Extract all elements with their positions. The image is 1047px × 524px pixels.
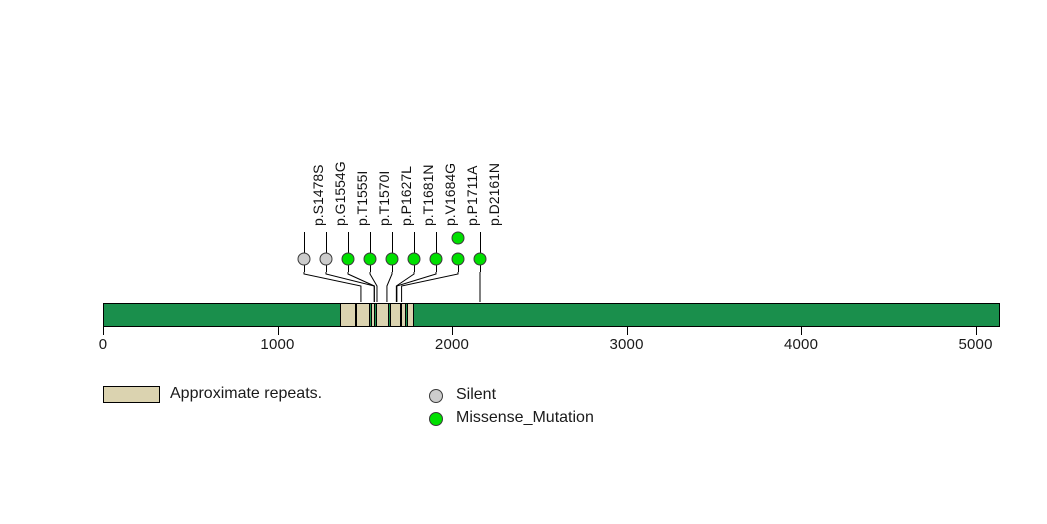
axis-tick-mark (103, 327, 104, 335)
axis-tick-mark (452, 327, 454, 335)
protein-backbone-bar[interactable] (103, 303, 1000, 327)
lollipop-stem (326, 232, 327, 259)
legend-dot-silent[interactable] (429, 389, 443, 403)
lollipop-stem-lower (326, 259, 327, 272)
protein-domain-repeat[interactable] (389, 304, 401, 326)
lollipop-head-missense_mutation[interactable] (451, 252, 465, 266)
lollipop-stem (304, 232, 305, 259)
axis-tick-mark (277, 327, 279, 335)
lollipop-head-missense_mutation[interactable] (429, 252, 443, 266)
lollipop-stem-lower (480, 259, 481, 272)
lollipop-head-missense_mutation[interactable] (341, 252, 355, 266)
axis-tick-label: 5000 (958, 336, 993, 353)
mutation-connector-line (303, 272, 362, 302)
lollipop-head-missense_mutation[interactable] (385, 252, 399, 266)
axis-tick-label: 4000 (783, 336, 819, 353)
mutation-label: p.V1684G (442, 162, 458, 226)
legend-dot-missense_mutation[interactable] (429, 412, 443, 426)
axis-tick-label: 2000 (434, 336, 470, 353)
mutation-label: p.T1681N (420, 164, 436, 226)
lollipop-stem (348, 232, 349, 259)
legend-label-missense_mutation: Missense_Mutation (456, 409, 594, 426)
axis-tick-label: 0 (98, 336, 108, 353)
protein-domain-repeat[interactable] (407, 304, 414, 326)
mutation-label: p.S1478S (310, 164, 326, 227)
mutation-label: p.G1554G (332, 161, 348, 226)
lollipop-head-missense_mutation[interactable] (451, 231, 465, 245)
lollipop-stem-lower (348, 259, 349, 272)
mutation-connector-line (401, 272, 459, 302)
lollipop-stem-lower (458, 259, 459, 272)
legend-repeat-label: Approximate repeats. (170, 385, 323, 402)
axis-tick-mark (801, 327, 803, 335)
lollipop-stem-lower (436, 259, 437, 272)
lollipop-stem (480, 232, 481, 259)
protein-domain-repeat[interactable] (370, 304, 376, 326)
lollipop-stem (436, 232, 437, 259)
legend-repeat-swatch (103, 386, 160, 403)
protein-domain-repeat[interactable] (340, 304, 357, 326)
lollipop-stem (392, 232, 393, 259)
lollipop-head-missense_mutation[interactable] (363, 252, 377, 266)
mutation-connector-line (386, 272, 393, 302)
lollipop-head-silent[interactable] (319, 252, 333, 266)
mutation-connector-line (347, 272, 375, 302)
mutation-label: p.D2161N (486, 162, 502, 226)
mutation-connector-line (325, 272, 375, 302)
mutation-label: p.P1711A (464, 165, 480, 226)
lollipop-stem-lower (370, 259, 371, 272)
mutation-connector-line (396, 272, 437, 302)
lollipop-head-missense_mutation[interactable] (473, 252, 487, 266)
lollipop-stem-lower (414, 259, 415, 272)
mutation-connector-line (369, 272, 378, 302)
lollipop-stem (414, 232, 415, 259)
axis-tick-label: 1000 (260, 336, 295, 353)
protein-domain-repeat[interactable] (401, 304, 407, 326)
axis-tick-mark (626, 327, 628, 335)
legend-label-silent: Silent (456, 386, 497, 403)
axis-tick-mark (975, 327, 977, 335)
lollipop-stem-lower (304, 259, 305, 272)
mutation-label: p.T1555I (354, 170, 370, 226)
protein-domain-repeat[interactable] (356, 304, 370, 326)
lollipop-stem-lower (392, 259, 393, 272)
protein-domain-repeat[interactable] (375, 304, 390, 326)
mutation-label: p.T1570I (376, 170, 392, 226)
lollipop-head-silent[interactable] (297, 252, 311, 266)
lollipop-head-missense_mutation[interactable] (407, 252, 421, 266)
mutation-connector-line (395, 272, 415, 302)
lollipop-stem (370, 232, 371, 259)
mutation-label: p.P1627L (398, 166, 414, 226)
axis-tick-label: 3000 (609, 336, 644, 353)
